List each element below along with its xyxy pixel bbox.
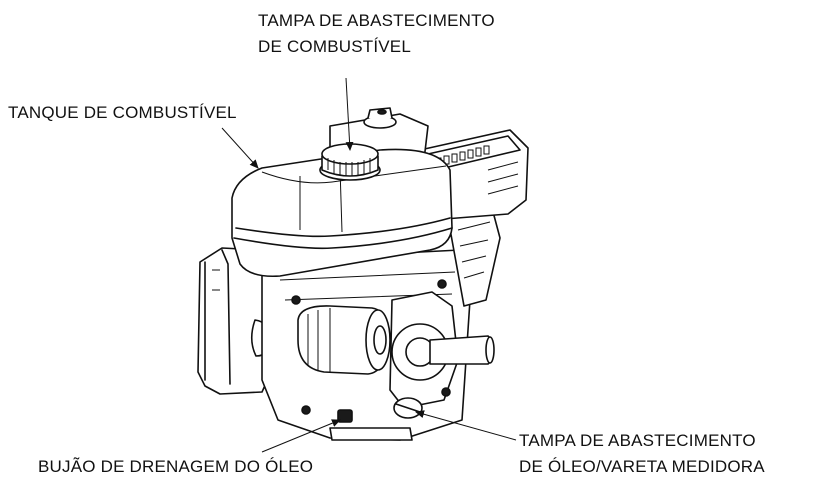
- fuel-filler-cap-label-line1: TAMPA DE ABASTECIMENTO: [258, 11, 495, 30]
- engine-block: [261, 207, 501, 441]
- oil-filler-cap-label-line1: TAMPA DE ABASTECIMENTO: [519, 431, 756, 450]
- oil-filler-cap-label: TAMPA DE ABASTECIMENTO DE ÓLEO/VARETA ME…: [519, 428, 765, 480]
- fuel-filler-cap-label: TAMPA DE ABASTECIMENTO DE COMBUSTÍVEL: [258, 8, 495, 60]
- fuel-filler-cap-label-line2: DE COMBUSTÍVEL: [258, 37, 411, 56]
- leader-lines: [221, 77, 517, 453]
- fuel-tank-label: TANQUE DE COMBUSTÍVEL: [8, 103, 237, 122]
- oil-filler-cap-label-line2: DE ÓLEO/VARETA MEDIDORA: [519, 457, 765, 476]
- oil-drain-plug-label: BUJÃO DE DRENAGEM DO ÓLEO: [38, 457, 314, 476]
- fuel-tank: [231, 148, 453, 278]
- fuel-filler-cap: [319, 143, 381, 181]
